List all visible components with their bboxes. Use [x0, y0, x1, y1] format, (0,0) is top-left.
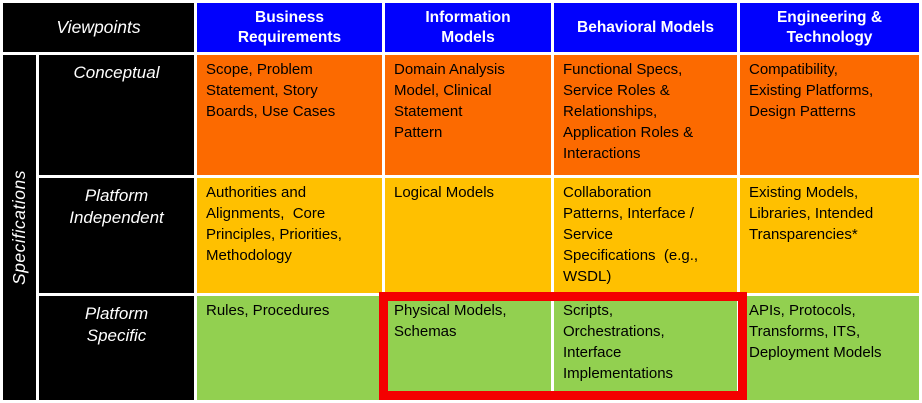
- cell-platform-independent-engineering: Existing Models, Libraries, Intended Tra…: [740, 178, 919, 293]
- viewpoints-corner-header: Viewpoints: [3, 3, 194, 52]
- row-label-platform-specific: Platform Specific: [39, 296, 194, 400]
- column-header-engineering-technology: Engineering & Technology: [740, 3, 919, 52]
- cell-platform-specific-engineering: APIs, Protocols, Transforms, ITS, Deploy…: [740, 296, 919, 400]
- row-label-conceptual: Conceptual: [39, 55, 194, 175]
- cell-platform-specific-behavioral: Scripts, Orchestrations, Interface Imple…: [554, 296, 737, 400]
- cell-conceptual-behavioral: Functional Specs, Service Roles & Relati…: [554, 55, 737, 175]
- cell-platform-specific-information: Physical Models, Schemas: [385, 296, 551, 400]
- row-label-platform-independent: Platform Independent: [39, 178, 194, 293]
- cell-platform-specific-business: Rules, Procedures: [197, 296, 382, 400]
- column-header-information-models: Information Models: [385, 3, 551, 52]
- column-header-behavioral-models: Behavioral Models: [554, 3, 737, 52]
- cell-platform-independent-business: Authorities and Alignments, Core Princip…: [197, 178, 382, 293]
- specifications-vertical-text: Specifications: [9, 170, 29, 285]
- column-header-business-requirements: Business Requirements: [197, 3, 382, 52]
- cell-conceptual-engineering: Compatibility, Existing Platforms, Desig…: [740, 55, 919, 175]
- specifications-side-label: Specifications: [3, 55, 36, 400]
- matrix-grid: Viewpoints Business Requirements Informa…: [3, 3, 919, 400]
- cell-conceptual-information: Domain Analysis Model, Clinical Statemen…: [385, 55, 551, 175]
- cell-platform-independent-behavioral: Collaboration Patterns, Interface / Serv…: [554, 178, 737, 293]
- cell-platform-independent-information: Logical Models: [385, 178, 551, 293]
- cell-conceptual-business: Scope, Problem Statement, Story Boards, …: [197, 55, 382, 175]
